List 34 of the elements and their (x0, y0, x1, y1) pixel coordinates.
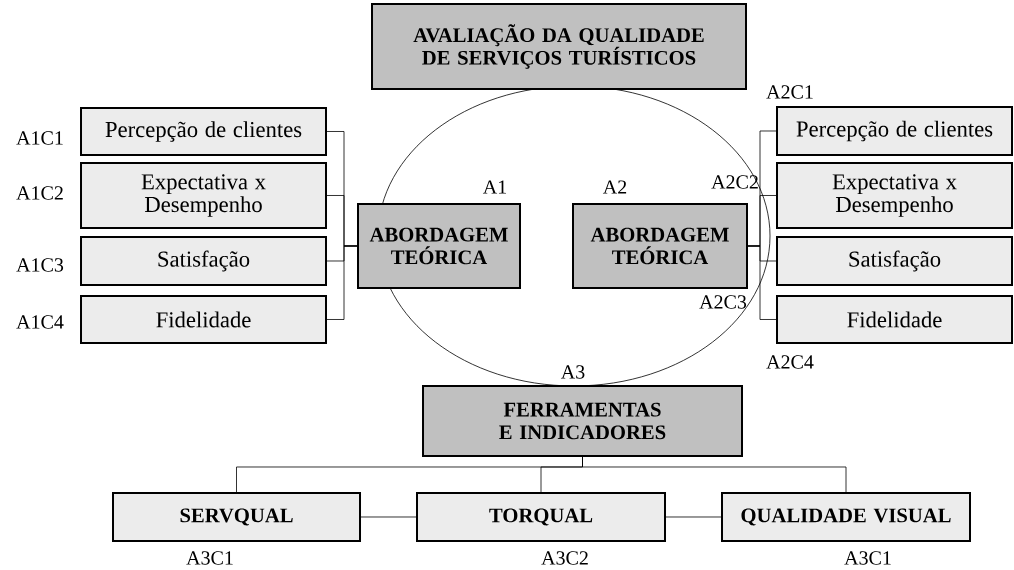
code-label: A3C1 (844, 551, 891, 565)
item-box: Percepção de clientes (80, 107, 327, 156)
connector (360, 516, 417, 518)
item-box: Satisfação (80, 236, 327, 286)
code-label: A2 (602, 180, 627, 194)
code-label: A3C1 (186, 551, 233, 565)
item-box: Expectativa x Desempenho (80, 162, 327, 229)
code-label: A2C2 (711, 175, 758, 189)
code-label: A1C4 (16, 315, 64, 329)
heading-box: ABORDAGEM TEÓRICA (572, 203, 748, 289)
code-label: A2C3 (699, 295, 747, 309)
connector (582, 456, 847, 493)
code-label: A1C1 (16, 131, 63, 145)
heading-box: ABORDAGEM TEÓRICA (357, 203, 521, 289)
code-label: A1 (482, 180, 507, 194)
item-box: QUALIDADE VISUAL (721, 492, 971, 542)
item-box: SERVQUAL (112, 492, 361, 542)
heading-box: AVALIAÇÃO DA QUALIDADE DE SERVIÇOS TURÍSTICOS (371, 3, 747, 90)
code-label: A2C4 (766, 355, 814, 369)
code-label: A1C3 (16, 258, 64, 272)
code-label: A1C2 (16, 186, 63, 200)
connector (665, 516, 722, 518)
item-box: Percepção de clientes (776, 106, 1013, 156)
heading-box: FERRAMENTAS E INDICADORES (422, 385, 743, 457)
code-label: A3C2 (541, 551, 588, 565)
item-box: TORQUAL (416, 492, 666, 542)
item-box: Fidelidade (80, 295, 327, 344)
item-box: Fidelidade (776, 295, 1013, 344)
code-label: A3 (560, 365, 585, 379)
connector (747, 245, 777, 320)
connector (326, 245, 358, 320)
item-box: Satisfação (776, 236, 1013, 286)
code-label: A2C1 (766, 85, 813, 99)
item-box: Expectativa x Desempenho (776, 162, 1013, 229)
